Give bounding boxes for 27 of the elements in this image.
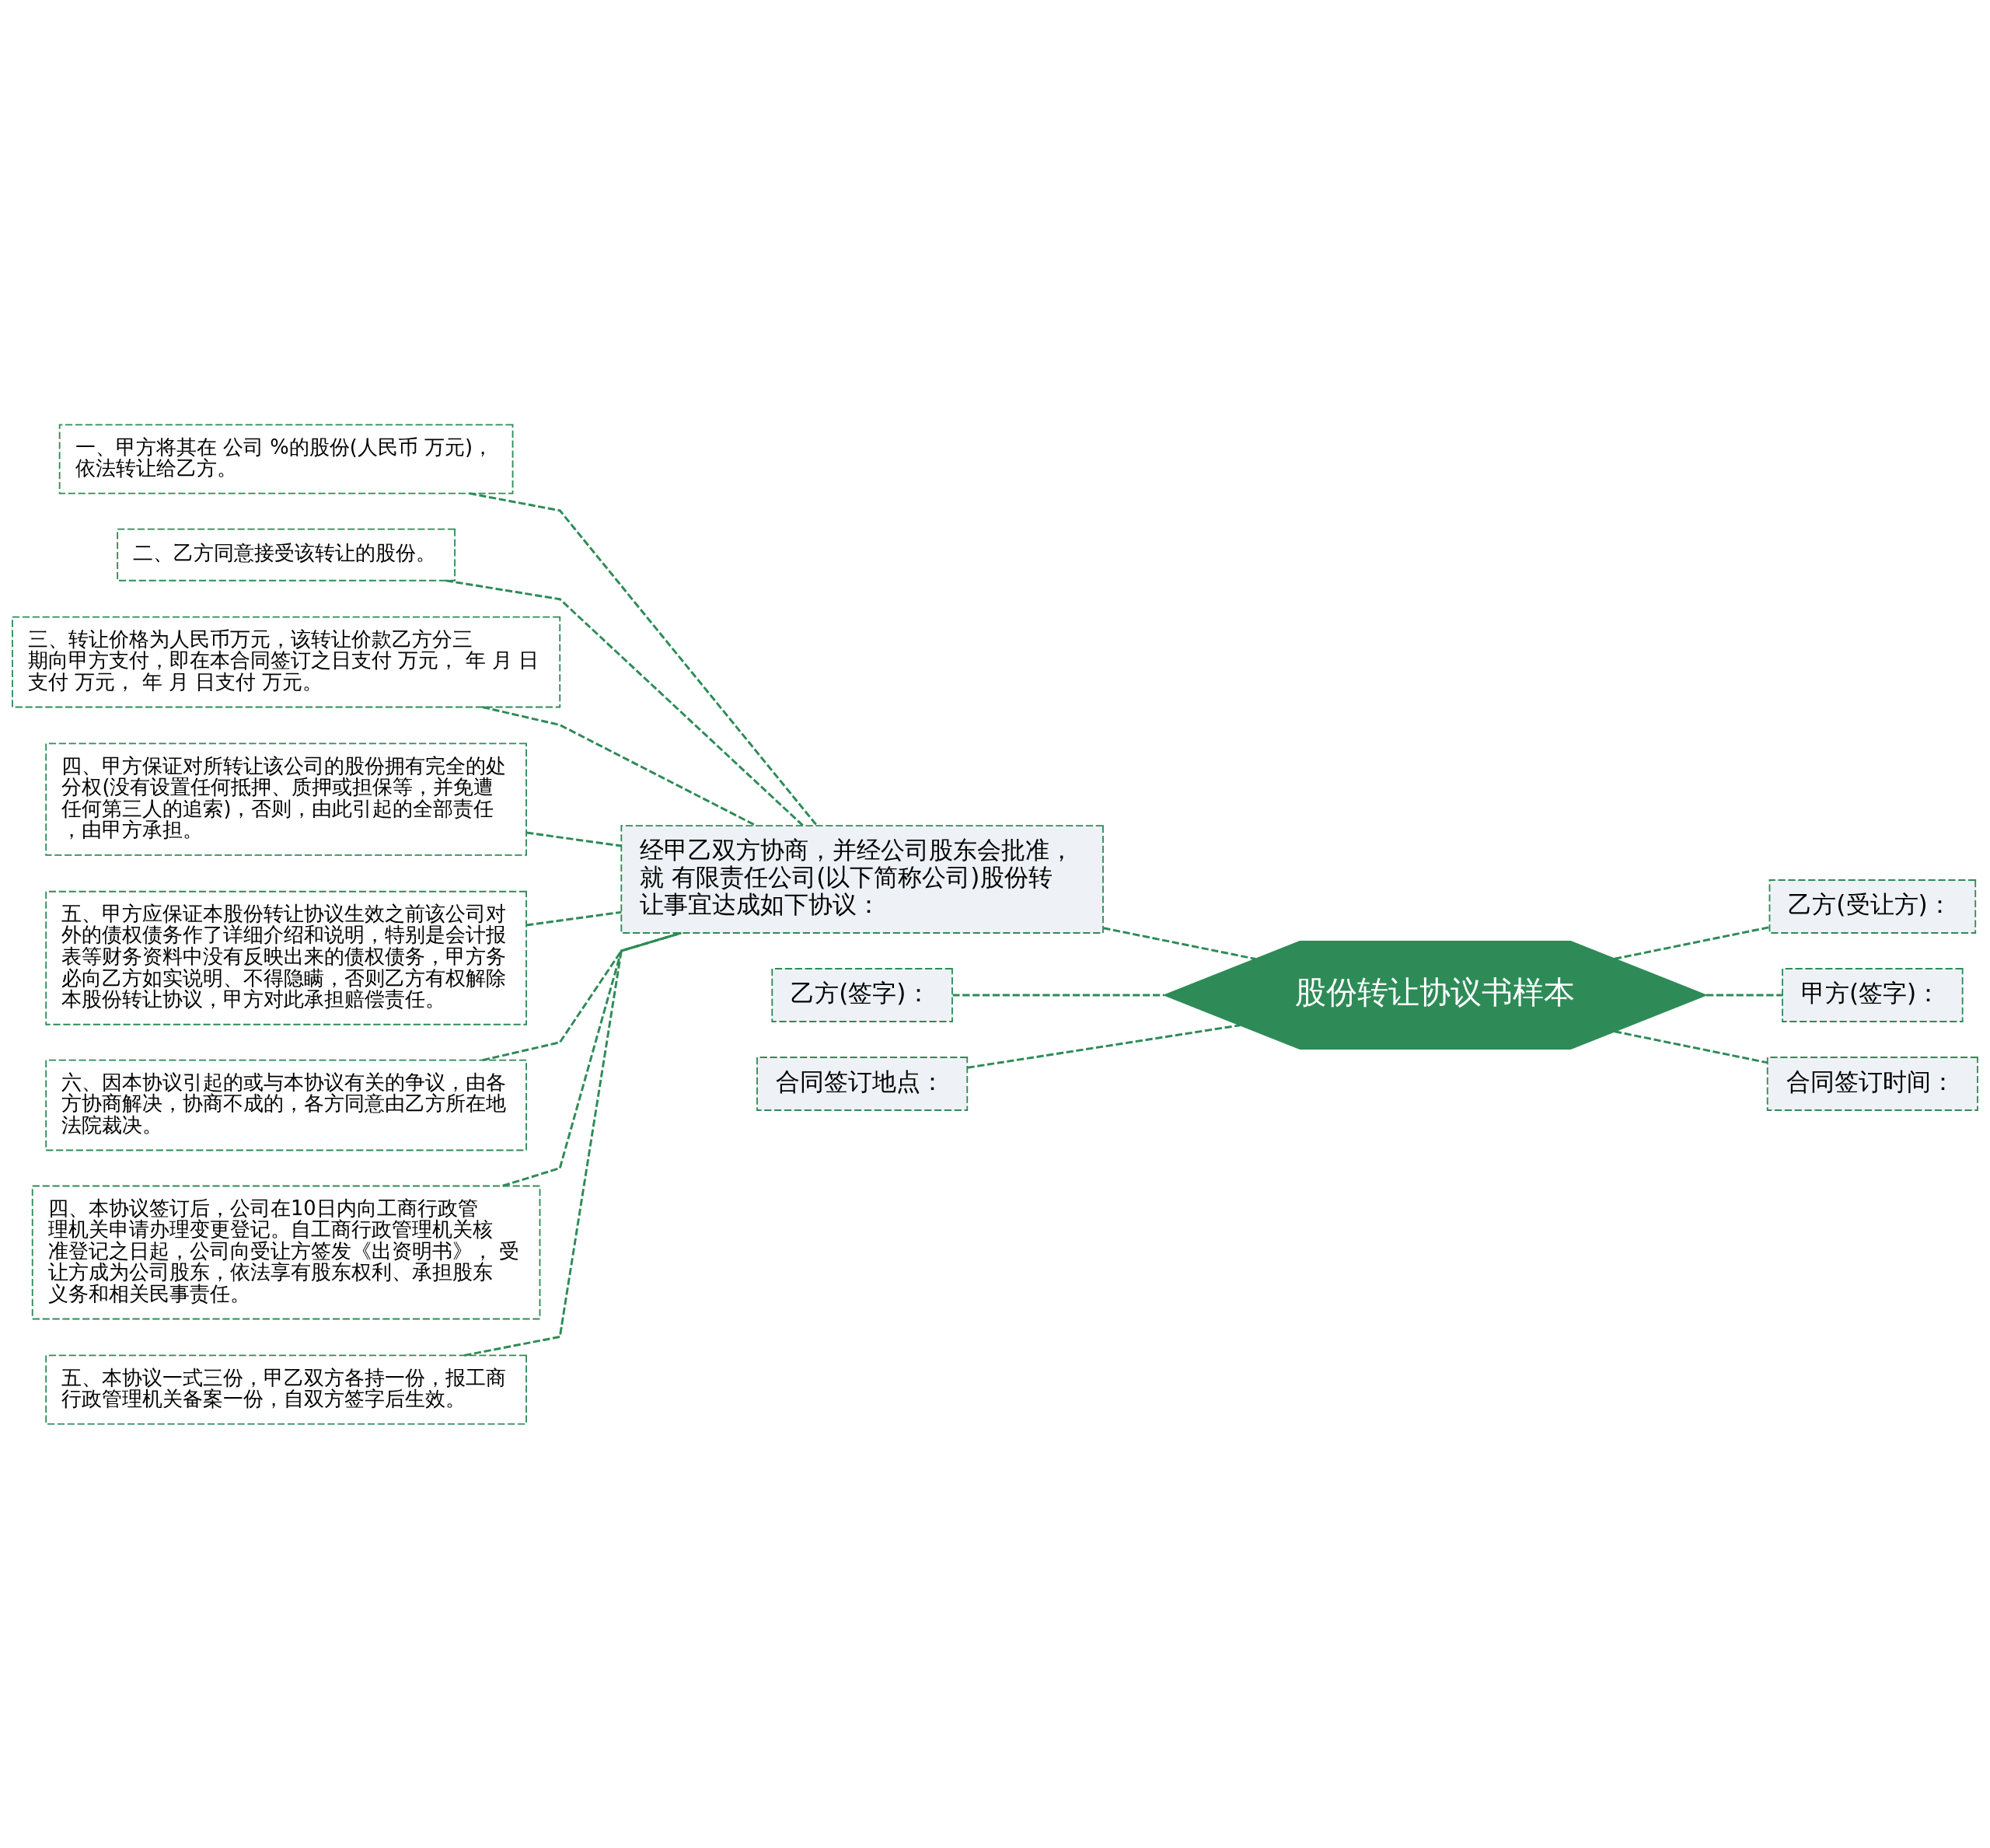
node-box: 经甲乙双方协商，并经公司股东会批准，就 有限责任公司(以下简称公司)股份转让事宜达成如下协议： (620, 824, 1104, 934)
connector (502, 931, 682, 1187)
node-box: 二、乙方同意接受该转让的股份。 (117, 528, 456, 582)
node-box: 合同签订时间： (1766, 1056, 1978, 1111)
node-box: 乙方(受让方)： (1768, 879, 1977, 934)
node-box: 六、因本协议引起的或与本协议有关的争议，由各方协商解决，协商不成的，各方同意由乙方所在地法院裁决。 (45, 1059, 527, 1151)
node-box: 四、甲方保证对所转让该公司的股份拥有完全的处分权(没有设置任何抵押、质押或担保等，并免遭任何第三人的追索)，否则，由此引起的全部责任，由甲方承担。 (45, 742, 527, 856)
connector (463, 931, 682, 1357)
connector (1103, 926, 1256, 960)
connector (952, 994, 1164, 996)
connector (526, 831, 622, 847)
node-box: 五、本协议一式三份，甲乙双方各持一份，报工商行政管理机关备案一份，自双方签字后生效。 (45, 1354, 527, 1425)
connector (1614, 925, 1770, 960)
connector (1614, 1029, 1768, 1064)
connector (445, 578, 804, 826)
node-box: 合同签订地点： (756, 1056, 969, 1111)
node-box: 五、甲方应保证本股份转让协议生效之前该公司对外的债权债务作了详细介绍和说明，特别是会计报表等财务资料中没有反映出来的债权债务，甲方务必向乙方如实说明、不得隐瞒，否则乙方有权解除本股份转让协议，甲方对此承担赔偿责任。 (45, 890, 527, 1025)
node-box: 三、转让价格为人民币万元，该转让价款乙方分三期向甲方支付，即在本合同签订之日支付 万元， 年 月 日支付 万元， 年 月 日支付 万元。 (12, 616, 561, 707)
connector (526, 910, 622, 926)
connector (1705, 994, 1782, 996)
node-box: 四、本协议签订后，公司在10日内向工商行政管理机关申请办理变更登记。自工商行政管理机关核准登记之日起，公司向受让方签发《出资明书》， 受让方成为公司股东，依法享有股东权利、承担股东义务和相关民事责任。 (31, 1185, 541, 1319)
connector (967, 1023, 1241, 1069)
node-box: 甲方(签字)： (1782, 967, 1964, 1022)
connector (469, 491, 819, 826)
connector (482, 931, 682, 1061)
node-box: 乙方(签字)： (771, 967, 953, 1022)
node-box: 一、甲方将其在 公司 %的股份(人民币 万元)，依法转让给乙方。 (58, 423, 514, 494)
